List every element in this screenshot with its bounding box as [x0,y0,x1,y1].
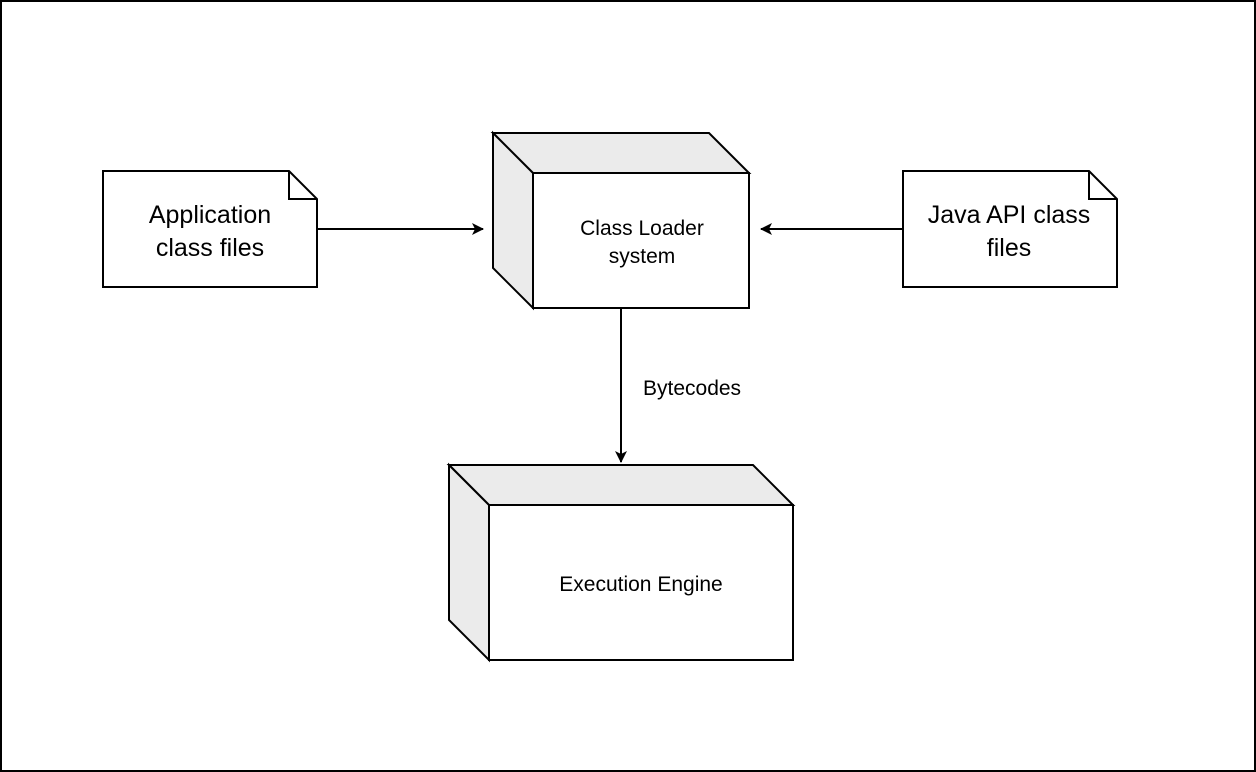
application-class-files-line-1: Application [149,201,271,229]
application-class-files-line-2: class files [156,234,264,262]
note-shape [902,170,1118,288]
java-api-class-files-node: Java API class files [902,170,1118,288]
cube-front-face [532,172,750,309]
class-loader-system-node: Class Loader system [490,130,752,311]
application-class-files-node: Application class files [102,170,318,288]
note-fold [1088,171,1117,200]
bytecodes-edge-label: Bytecodes [643,377,741,400]
class-loader-line-1: Class Loader [580,217,704,240]
execution-engine-node: Execution Engine [446,462,796,663]
cube-top-face [490,132,752,174]
java-api-class-files-line-2: files [987,234,1031,262]
cube-top-face [446,464,796,506]
cube-front-face [488,504,794,661]
note-shape [102,170,318,288]
execution-engine-label: Execution Engine [559,573,722,596]
java-api-class-files-line-1: Java API class [928,201,1091,229]
class-loader-line-2: system [609,245,676,268]
note-fold [288,171,317,200]
